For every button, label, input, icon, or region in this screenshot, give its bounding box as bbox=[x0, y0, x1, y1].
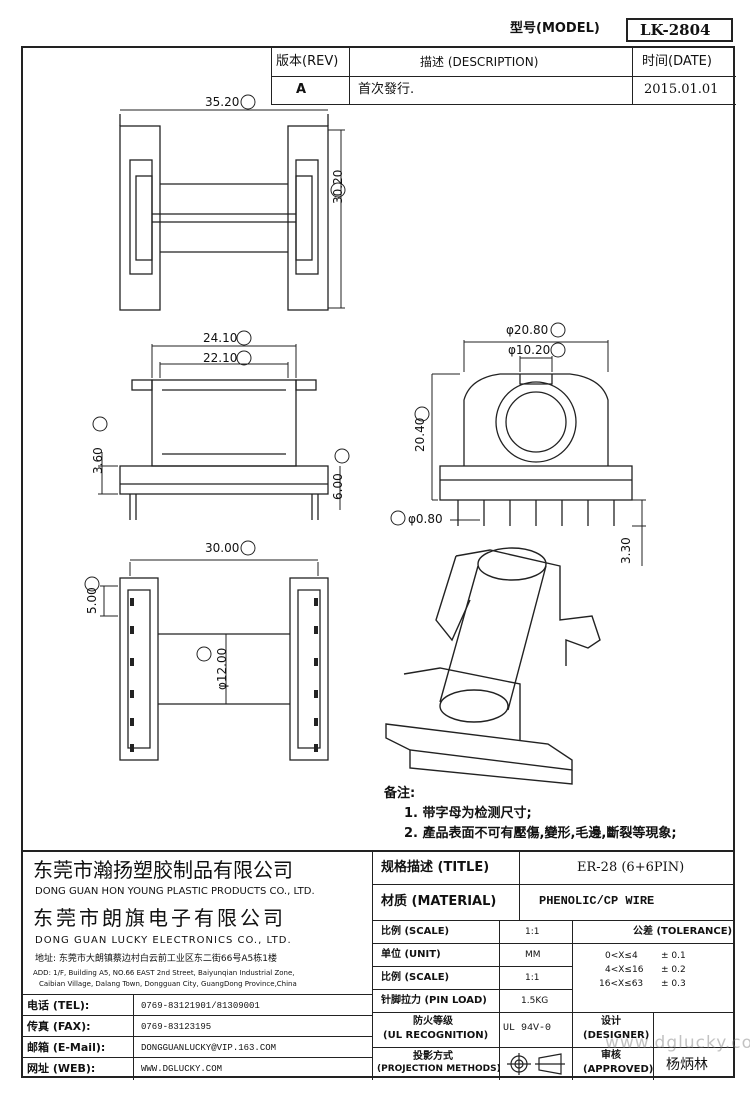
dim-a: 35.20 bbox=[205, 95, 240, 109]
rev-value: A bbox=[296, 82, 307, 97]
notes-title: 备注: bbox=[384, 786, 416, 801]
ul-value: UL 94V-0 bbox=[503, 1023, 552, 1034]
dim-i: φ20.80 bbox=[506, 323, 549, 337]
tol-val-1: ± 0.1 bbox=[661, 951, 686, 961]
designer-label-2: (DESIGNER) bbox=[583, 1030, 650, 1041]
tol-val-2: ± 0.2 bbox=[661, 965, 686, 975]
desc-col-header: 描述 (DESCRIPTION) bbox=[420, 55, 539, 69]
dim-g: φ0.80 bbox=[408, 512, 443, 526]
ul-label-2: (UL RECOGNITION) bbox=[383, 1030, 489, 1041]
proj-label-1: 投影方式 bbox=[413, 1051, 453, 1062]
address-en-1: ADD: 1/F, Building A5, NO.66 EAST 2nd St… bbox=[33, 969, 295, 977]
material-label: 材质 (MATERIAL) bbox=[381, 894, 497, 909]
scale2-value: 1:1 bbox=[525, 973, 540, 983]
fax-label: 传真 (FAX): bbox=[27, 1020, 91, 1033]
model-label: 型号(MODEL) bbox=[510, 21, 600, 36]
scale2-label: 比例 (SCALE) bbox=[381, 972, 450, 983]
dim-e: 3.60 bbox=[91, 447, 105, 474]
date-value: 2015.01.01 bbox=[644, 82, 719, 97]
front-view bbox=[98, 344, 341, 520]
side-view bbox=[431, 340, 646, 566]
proj-label-2: (PROJECTION METHODS) bbox=[377, 1064, 501, 1074]
ul-label-1: 防火等级 bbox=[413, 1016, 453, 1027]
bottom-view bbox=[100, 559, 329, 761]
unit-label: 单位 (UNIT) bbox=[381, 949, 441, 960]
tel-label: 电话 (TEL): bbox=[27, 999, 90, 1012]
dim-b: 30.20 bbox=[331, 169, 345, 204]
approved-label-1: 审核 bbox=[601, 1050, 621, 1061]
material-value: PHENOLIC/CP WIRE bbox=[539, 894, 655, 908]
drawing-frame bbox=[21, 46, 735, 1078]
scale-label: 比例 (SCALE) bbox=[381, 926, 450, 937]
dim-c: 24.10 bbox=[203, 331, 238, 345]
tolerance-label: 公差 (TOLERANCE) bbox=[633, 926, 733, 937]
dim-l: 30.00 bbox=[205, 541, 240, 555]
date-col-header: 时间(DATE) bbox=[642, 54, 712, 69]
dim-d: 22.10 bbox=[203, 351, 238, 365]
web-label: 网址 (WEB): bbox=[27, 1062, 96, 1075]
dim-h: 20.40 bbox=[413, 417, 427, 452]
model-box: LK-2804 bbox=[626, 18, 733, 42]
tol-range-3: 16<X≤63 bbox=[599, 979, 644, 989]
company-name-2-en: DONG GUAN LUCKY ELECTRONICS CO., LTD. bbox=[35, 935, 292, 946]
pinload-label: 针脚拉力 (PIN LOAD) bbox=[381, 995, 487, 1006]
pinload-value: 1.5KG bbox=[521, 996, 549, 1006]
tol-val-3: ± 0.3 bbox=[661, 979, 686, 989]
watermark: www.dglucky.com bbox=[605, 1033, 750, 1053]
top-view bbox=[119, 109, 345, 311]
dim-m: 5.00 bbox=[85, 587, 99, 614]
mail-value: DONGGUANLUCKY@VIP.163.COM bbox=[141, 1043, 277, 1053]
web-value: WWW.DGLUCKY.COM bbox=[141, 1064, 223, 1074]
rev-col-header: 版本(REV) bbox=[276, 54, 339, 69]
title-block: 东莞市瀚扬塑胶制品有限公司 DONG GUAN HON YOUNG PLASTI… bbox=[21, 850, 750, 1080]
title-value: ER-28 (6+6PIN) bbox=[577, 860, 685, 875]
tol-range-2: 4<X≤16 bbox=[605, 965, 644, 975]
address-cn: 地址: 东莞市大朗镇蔡边村白云前工业区东二街66号A5栋1楼 bbox=[35, 954, 277, 964]
note-1: 1. 带字母为检测尺寸; bbox=[404, 806, 532, 821]
note-2: 2. 產品表面不可有壓傷,變形,毛邊,斷裂等現象; bbox=[404, 826, 677, 841]
pin-markers bbox=[130, 598, 318, 752]
tel-value: 0769-83121901/81309001 bbox=[141, 1001, 260, 1011]
isometric-view bbox=[385, 547, 601, 785]
title-label: 规格描述 (TITLE) bbox=[381, 860, 490, 875]
desc-value: 首次發行. bbox=[358, 82, 415, 97]
approved-name: 杨炳林 bbox=[666, 1057, 708, 1073]
revision-table: 版本(REV) 描述 (DESCRIPTION) 时间(DATE) A 首次發行… bbox=[271, 46, 736, 105]
scale-value: 1:1 bbox=[525, 927, 540, 937]
dim-f: 6.00 bbox=[331, 473, 345, 500]
dimension-balloons bbox=[84, 94, 566, 662]
designer-label-1: 设计 bbox=[601, 1016, 621, 1027]
fax-value: 0769-83123195 bbox=[141, 1022, 212, 1032]
unit-value: MM bbox=[525, 950, 541, 960]
mail-label: 邮箱 (E-Mail): bbox=[27, 1041, 106, 1054]
approved-label-2: (APPROVED) bbox=[583, 1064, 654, 1075]
model-value: LK-2804 bbox=[640, 21, 711, 39]
dim-j: φ10.20 bbox=[508, 343, 551, 357]
company-name-2: 东莞市朗旗电子有限公司 bbox=[33, 906, 286, 930]
dim-k: φ12.00 bbox=[215, 647, 229, 690]
projection-symbol-icon bbox=[507, 1053, 565, 1075]
dim-pin: 3.30 bbox=[619, 537, 633, 564]
tol-range-1: 0<X≤4 bbox=[605, 951, 638, 961]
address-en-2: Caibian Village, Dalang Town, Dongguan C… bbox=[39, 980, 297, 988]
company-name-1: 东莞市瀚扬塑胶制品有限公司 bbox=[33, 858, 293, 882]
company-name-1-en: DONG GUAN HON YOUNG PLASTIC PRODUCTS CO.… bbox=[35, 886, 315, 897]
